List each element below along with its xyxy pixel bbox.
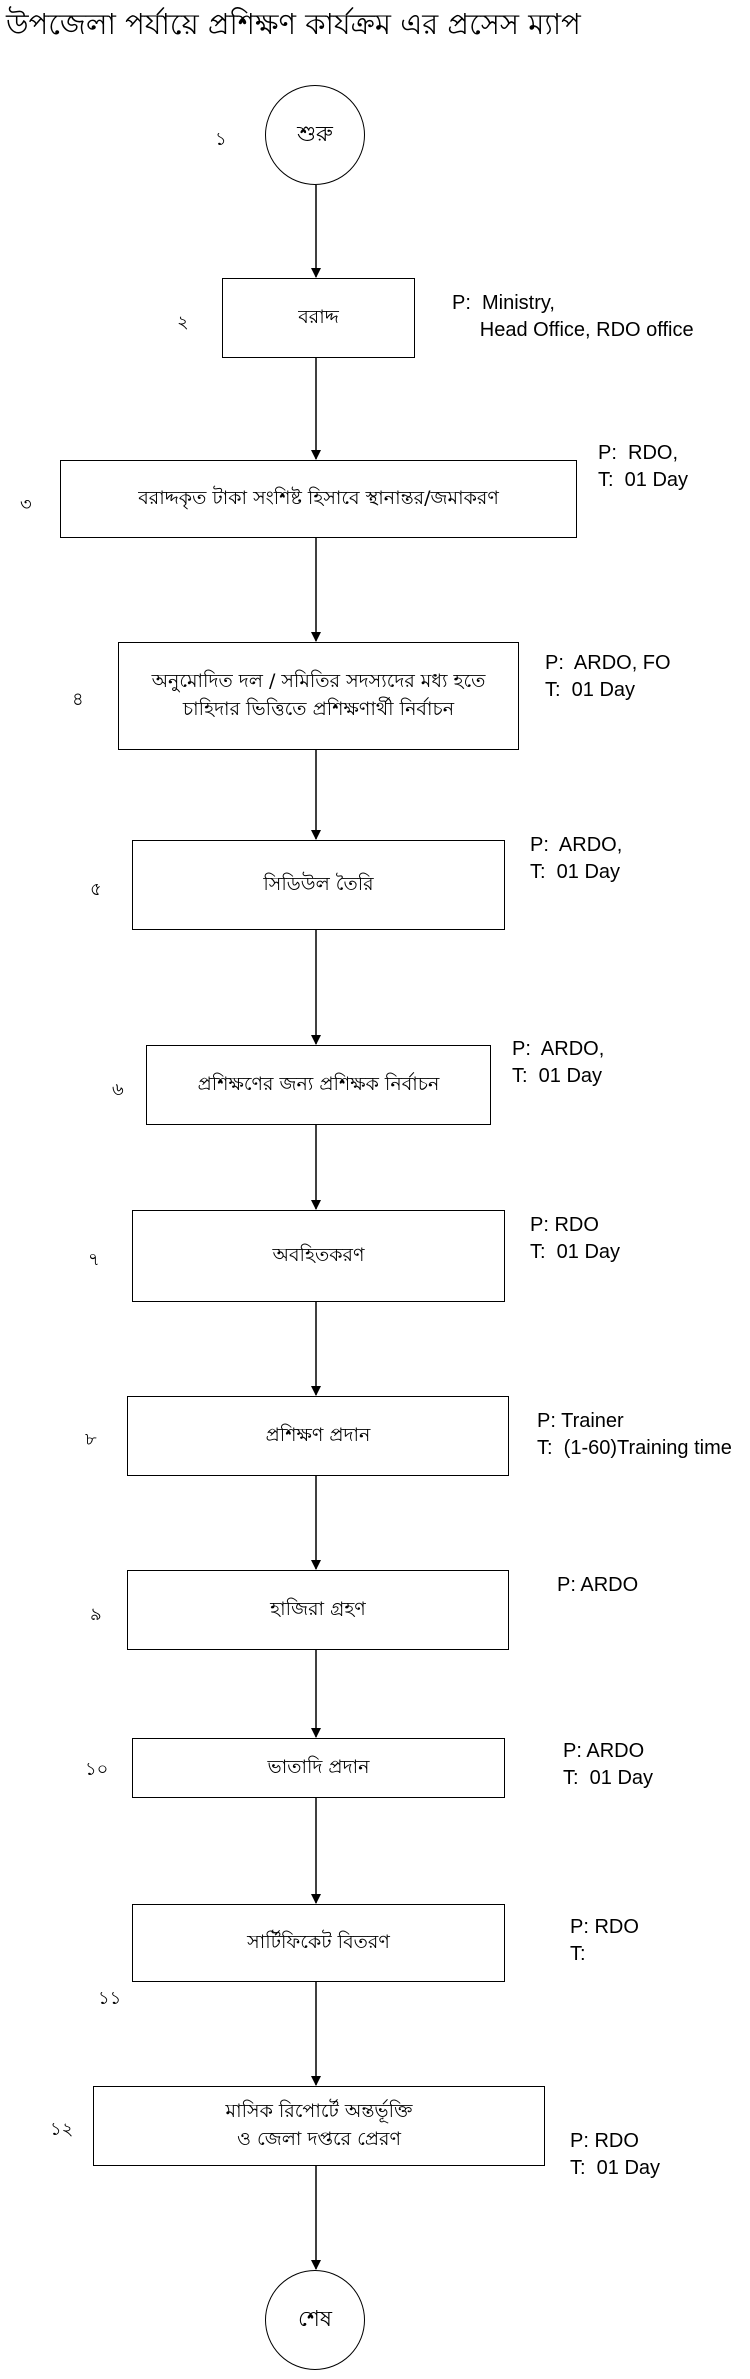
process-step: মাসিক রিপোর্টে অন্তর্ভূক্তি ও জেলা দপ্তরে… [93,2086,545,2166]
step-number: ২ [177,312,189,333]
end-node: শেষ [265,2270,365,2370]
process-step: সিডিউল তৈরি [132,840,505,930]
responsibility-line: T: 01 Day [570,2157,661,2179]
responsibility-line: P: RDO, [598,442,679,464]
step-responsibility: P: ARDO, T: 01 Day [512,1036,604,1090]
process-step: প্রশিক্ষণ প্রদান [127,1396,509,1476]
step-label: প্রশিক্ষণ প্রদান [265,1424,371,1447]
page-title: উপজেলা পর্যায়ে প্রশিক্ষণ কার্যক্রম এর প… [6,7,581,41]
step-responsibility: P: RDO T: [570,1914,639,1968]
start-node: শুরু [265,85,365,185]
step-responsibility: P: ARDO T: 01 Day [563,1738,653,1792]
step-responsibility: P: Ministry, Head Office, RDO office [452,290,694,344]
step-number: ৩ [20,494,32,515]
step-label: সিডিউল তৈরি [263,873,374,896]
process-step: প্রশিক্ষণের জন্য প্রশিক্ষক নির্বাচন [146,1045,491,1125]
step-responsibility: P: RDO, T: 01 Day [598,440,688,494]
step-label: সার্টিফিকেট বিতরণ [247,1931,390,1954]
step-label: বরাদ্দ [298,306,339,329]
step-number: ১ [215,129,227,150]
responsibility-line: P: ARDO, [512,1038,605,1060]
step-label: শেষ [297,2307,333,2333]
step-number: ১০ [85,1759,109,1780]
responsibility-line: T: 01 Day [530,1241,621,1263]
step-number: ৯ [90,1604,102,1625]
responsibility-line: T: 01 Day [598,469,689,491]
step-label: প্রশিক্ষণের জন্য প্রশিক্ষক নির্বাচন [197,1073,440,1096]
responsibility-line: T: (1-60)Training time [537,1437,732,1459]
process-step: অবহিতকরণ [132,1210,505,1302]
step-number: ৮ [85,1429,97,1450]
responsibility-line: Head Office, RDO office [452,319,694,341]
step-responsibility: P: ARDO [557,1572,638,1599]
step-responsibility: P: RDO T: 01 Day [570,2128,660,2182]
responsibility-line: P: ARDO, [530,834,623,856]
responsibility-line: P: Trainer [537,1410,624,1432]
step-number: ৫ [90,879,102,900]
responsibility-line: T: 01 Day [530,861,621,883]
step-label: বরাদ্দকৃত টাকা সংশিষ্ট হিসাবে স্থানান্তর… [138,487,499,510]
step-number: ৭ [88,1249,100,1270]
responsibility-line: P: RDO [570,1916,639,1938]
responsibility-line: P: ARDO [557,1574,639,1596]
process-step: বরাদ্দ [222,278,415,358]
responsibility-line: P: Ministry, [452,292,555,314]
step-number: ৬ [112,1079,124,1100]
step-number: ১২ [50,2119,74,2140]
step-responsibility: P: ARDO, T: 01 Day [530,832,622,886]
process-step: সার্টিফিকেট বিতরণ [132,1904,505,1982]
responsibility-line: P: ARDO, FO [545,652,671,674]
process-step: বরাদ্দকৃত টাকা সংশিষ্ট হিসাবে স্থানান্তর… [60,460,577,538]
step-label: শুরু [297,122,333,148]
responsibility-line: P: RDO [530,1214,599,1236]
responsibility-line: T: 01 Day [545,679,636,701]
process-step: অনুমোদিত দল / সমিতির সদস্যদের মধ্য হতে চা… [118,642,519,750]
step-label: মাসিক রিপোর্টে অন্তর্ভূক্তি [225,2100,413,2123]
step-label: ও জেলা দপ্তরে প্রেরণ [237,2128,401,2150]
step-number: ১১ [98,1988,122,2009]
responsibility-line: T: 01 Day [563,1767,654,1789]
step-number: ৪ [72,689,84,710]
process-step: হাজিরা গ্রহণ [127,1570,509,1650]
responsibility-line: P: RDO [570,2130,639,2152]
step-label: অনুমোদিত দল / সমিতির সদস্যদের মধ্য হতে [151,670,486,693]
step-label: অবহিতকরণ [272,1244,365,1267]
process-step: ভাতাদি প্রদান [132,1738,505,1798]
step-responsibility: P: ARDO, FO T: 01 Day [545,650,671,704]
step-label: ভাতাদি প্রদান [267,1756,370,1779]
step-label: চাহিদার ভিত্তিতে প্রশিক্ষণার্থী নির্বাচন [182,698,455,720]
step-responsibility: P: RDO T: 01 Day [530,1212,620,1266]
step-label: হাজিরা গ্রহণ [270,1598,366,1621]
responsibility-line: P: ARDO [563,1740,645,1762]
responsibility-line: T: [570,1943,586,1965]
step-responsibility: P: Trainer T: (1-60)Training time [537,1408,732,1462]
responsibility-line: T: 01 Day [512,1065,603,1087]
